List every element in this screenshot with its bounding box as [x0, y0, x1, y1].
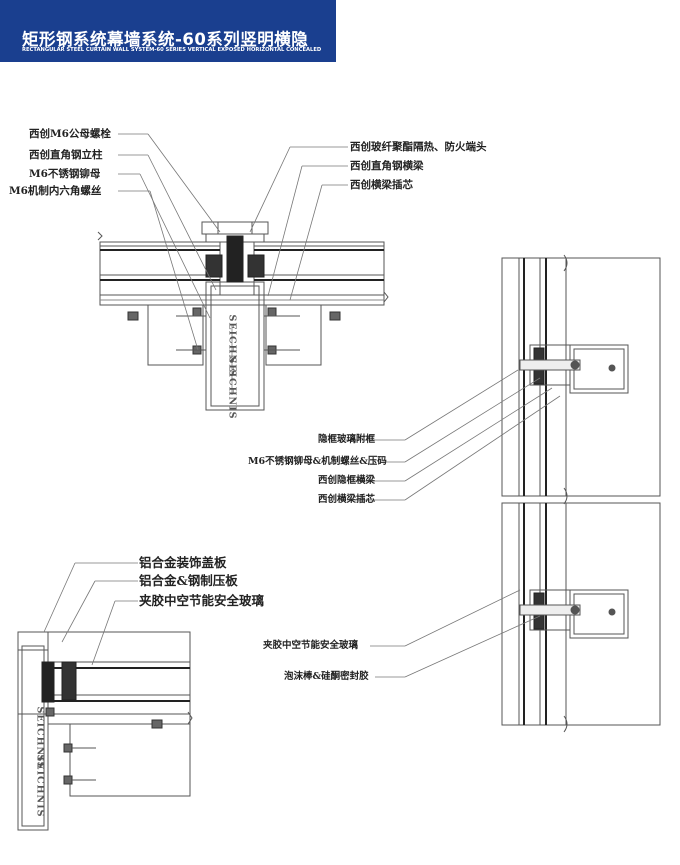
label-insulation-end: 西创玻纤聚酯隔热、防火端头 — [350, 141, 487, 153]
label-laminated-glass-2: 夹胶中空节能安全玻璃 — [139, 593, 265, 608]
brand-mark-top-2: SEICHNIS — [226, 356, 238, 420]
label-m6-rivet-nut: M6不锈钢铆母 — [29, 168, 101, 180]
label-foam-sealant: 泡沫棒&硅酮密封胶 — [284, 671, 369, 682]
label-m6-bolt: 西创M6公母螺栓 — [29, 128, 111, 140]
label-hidden-transom: 西创隐框横梁 — [318, 475, 376, 486]
page-title: 矩形钢系统幕墙系统-60系列竖明横隐 — [22, 30, 309, 49]
label-laminated-glass: 夹胶中空节能安全玻璃 — [263, 640, 359, 651]
label-aluminium-cover: 铝合金装饰盖板 — [139, 555, 227, 570]
top-section-drawing — [97, 133, 389, 411]
brand-mark-bottom-2: SEICHNIS — [34, 754, 46, 818]
label-steel-transom: 西创直角钢横梁 — [350, 160, 424, 172]
label-steel-mullion: 西创直角钢立柱 — [29, 149, 103, 161]
bottom-left-section-drawing — [17, 562, 193, 831]
header-banner: 矩形钢系统幕墙系统-60系列竖明横隐 RECTANGULAR STEEL CUR… — [0, 0, 336, 62]
label-hidden-frame: 隐框玻璃附框 — [318, 434, 376, 445]
label-transom-insert: 西创横梁插芯 — [350, 179, 413, 191]
label-m6-hex-screw: M6机制内六角螺丝 — [9, 185, 102, 197]
label-rivet-screw-clamp: M6不锈钢铆母&机制螺丝&压码 — [248, 456, 387, 467]
label-transom-insert-2: 西创横梁插芯 — [318, 494, 376, 505]
right-section-drawing — [345, 254, 661, 733]
page-subtitle: RECTANGULAR STEEL CURTAIN WALL SYSTEM-60… — [22, 47, 322, 53]
label-pressure-plate: 铝合金&钢制压板 — [139, 573, 238, 588]
